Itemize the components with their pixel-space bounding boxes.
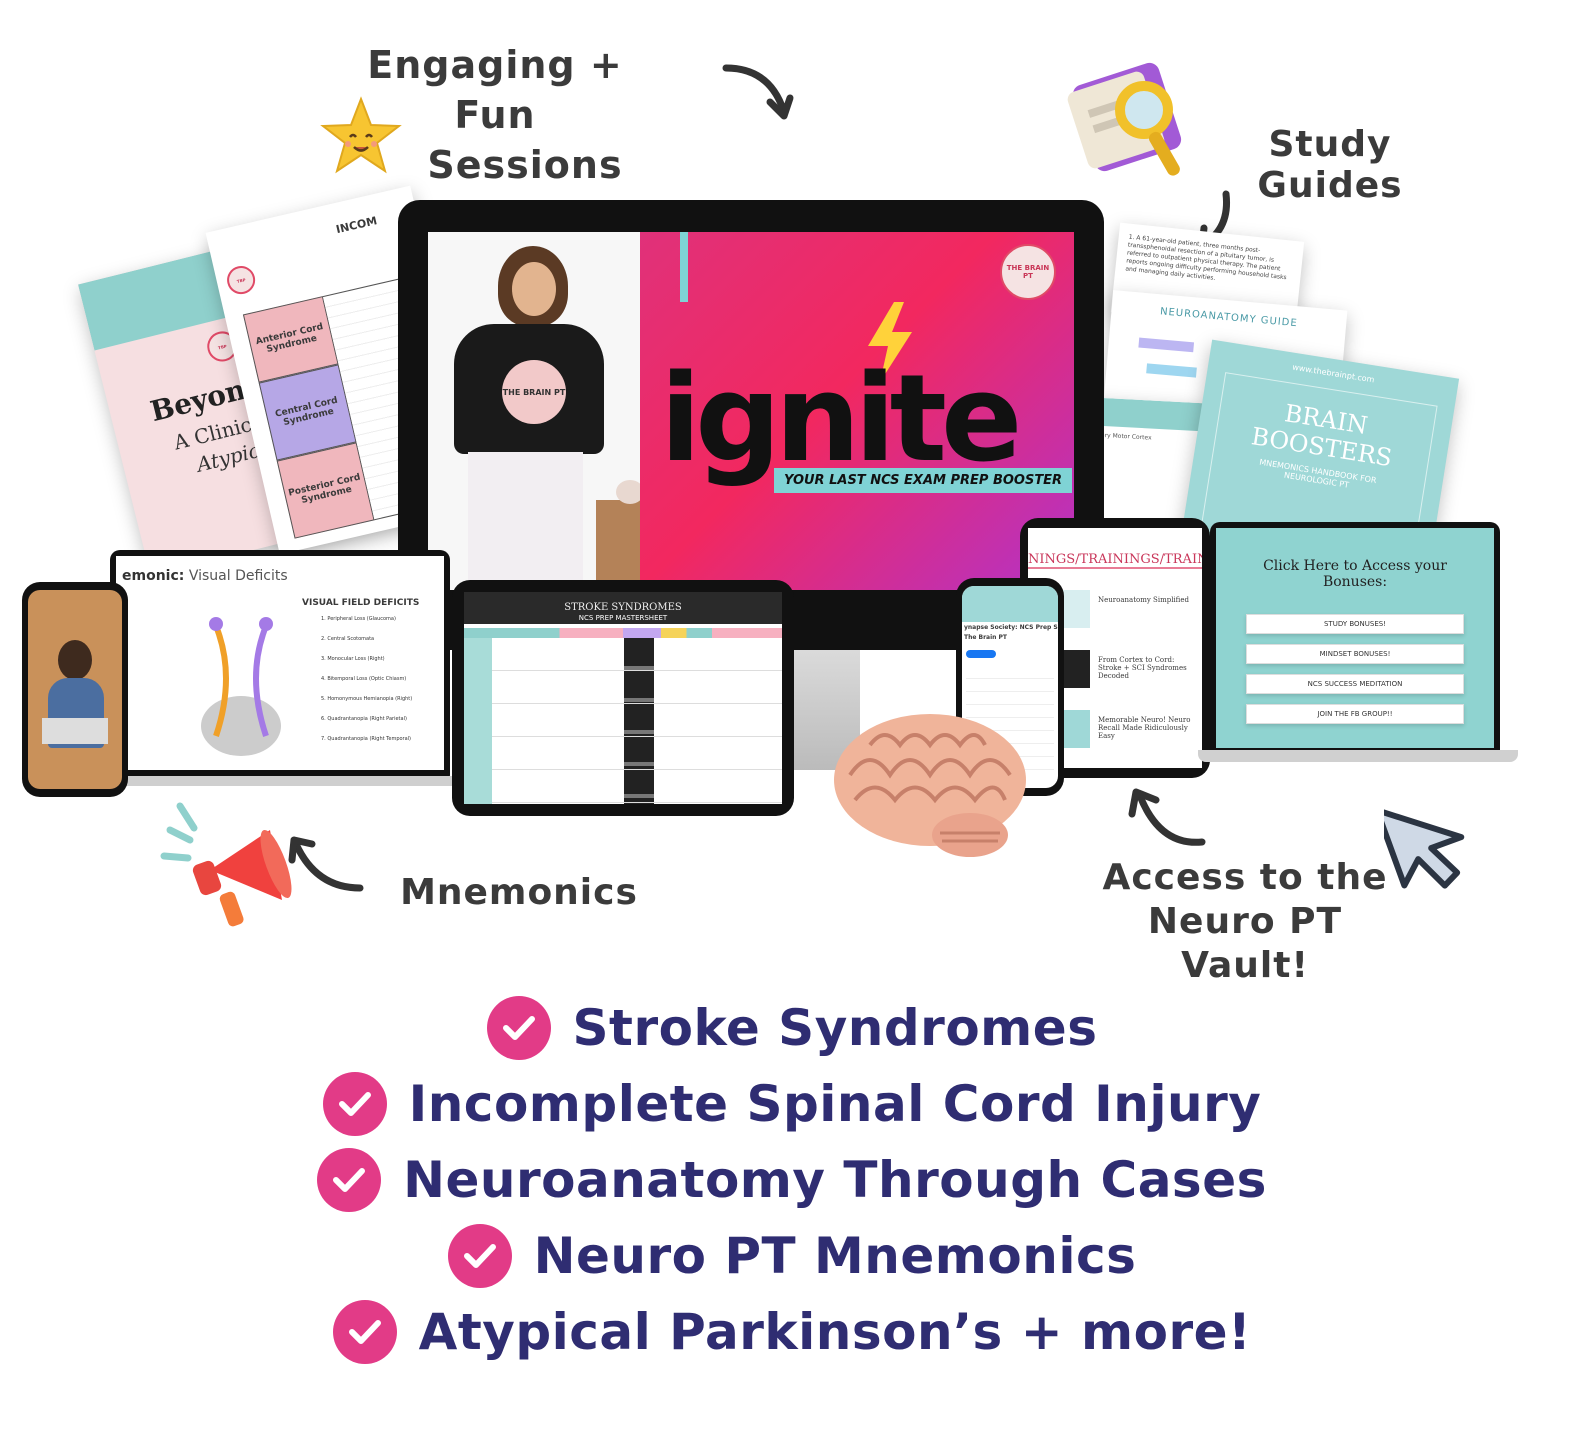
magnifier-docs-icon bbox=[1062, 52, 1202, 187]
mnemonic-title-light: Visual Deficits bbox=[188, 568, 288, 584]
stroke-title1: STROKE SYNDROMES bbox=[564, 602, 682, 613]
laptop-right-screen: Click Here to Access your Bonuses: STUDY… bbox=[1216, 528, 1494, 748]
laptop-left: emonic: Visual Deficits VISUAL FIELD DEF… bbox=[100, 550, 460, 786]
arrow-mnemonics-icon bbox=[288, 836, 364, 892]
tablet-center: STROKE SYNDROMES NCS PREP MASTERSHEET bbox=[452, 580, 794, 816]
group-owner: The Brain PT bbox=[964, 634, 1008, 641]
laptop-left-screen: emonic: Visual Deficits VISUAL FIELD DEF… bbox=[116, 556, 444, 770]
check-icon bbox=[447, 1224, 512, 1288]
callout-engaging: Engaging + Fun Sessions bbox=[330, 40, 660, 190]
feature-text: Atypical Parkinson’s + more! bbox=[418, 1303, 1252, 1361]
deficit-item: 7. Quadrantanopia (Right Temporal) bbox=[321, 736, 412, 742]
feature-list: Stroke Syndromes Incomplete Spinal Cord … bbox=[0, 990, 1584, 1370]
doc-logo: TBP bbox=[224, 263, 258, 297]
feature-text: Incomplete Spinal Cord Injury bbox=[408, 1075, 1262, 1133]
check-icon bbox=[486, 996, 551, 1060]
brain-model-icon bbox=[830, 705, 1040, 865]
arrow-vault-icon bbox=[1128, 788, 1206, 846]
megaphone-icon bbox=[160, 800, 300, 940]
feature-item: Incomplete Spinal Cord Injury bbox=[0, 1066, 1584, 1142]
lightning-icon bbox=[860, 302, 920, 382]
monitor-screen: THE BRAIN PT THE BRAIN PT ignite YOUR LA… bbox=[428, 232, 1074, 590]
feature-text: Neuroanatomy Through Cases bbox=[403, 1151, 1267, 1209]
mindset-bonuses-button[interactable]: MINDSET BONUSES! bbox=[1246, 644, 1464, 664]
feature-item: Atypical Parkinson’s + more! bbox=[0, 1294, 1584, 1370]
meditation-button[interactable]: NCS SUCCESS MEDITATION bbox=[1246, 674, 1464, 694]
deficit-item: 4. Bitemporal Loss (Optic Chiasm) bbox=[321, 676, 407, 682]
main-monitor: THE BRAIN PT THE BRAIN PT ignite YOUR LA… bbox=[398, 200, 1104, 650]
callout-engaging-line1: Engaging + Fun bbox=[367, 43, 623, 137]
feature-item: Neuro PT Mnemonics bbox=[0, 1218, 1584, 1294]
bonus-heading: Click Here to Access your Bonuses: bbox=[1263, 558, 1447, 590]
study-bonuses-button[interactable]: STUDY BONUSES! bbox=[1246, 614, 1464, 634]
feature-text: Neuro PT Mnemonics bbox=[533, 1227, 1137, 1285]
group-name: ynapse Society: NCS Prep Suppo bbox=[964, 624, 1058, 631]
neuro-guide-title: NEUROANATOMY GUIDE bbox=[1159, 306, 1299, 330]
training-item[interactable]: Neuroanatomy Simplified bbox=[1098, 596, 1189, 604]
ignite-title: ignite bbox=[660, 350, 1022, 489]
visual-field-title: VISUAL FIELD DEFICITS bbox=[302, 598, 420, 608]
mnemonic-title: emonic: Visual Deficits bbox=[122, 568, 288, 584]
phone-left-screen bbox=[28, 590, 122, 789]
trainings-banner: NINGS/TRAININGS/TRAINI bbox=[1028, 552, 1202, 569]
phone-left bbox=[22, 582, 128, 797]
sweatshirt-logo: THE BRAIN PT bbox=[502, 360, 566, 424]
training-item[interactable]: Memorable Neuro! Neuro Recall Made Ridic… bbox=[1098, 716, 1191, 740]
ignite-subtitle: YOUR LAST NCS EXAM PREP BOOSTER bbox=[774, 468, 1073, 493]
check-icon bbox=[317, 1148, 382, 1212]
arrow-engaging-icon bbox=[722, 64, 794, 120]
ignite-panel: THE BRAIN PT ignite YOUR LAST NCS EXAM P… bbox=[640, 232, 1074, 590]
incomplete-header: INCOM bbox=[334, 214, 379, 237]
check-icon bbox=[322, 1072, 387, 1136]
callout-engaging-line2: Sessions bbox=[427, 143, 623, 187]
check-icon bbox=[332, 1300, 397, 1364]
deficit-item: 2. Central Scotomata bbox=[321, 636, 375, 642]
photo-panel: THE BRAIN PT bbox=[428, 232, 644, 590]
stroke-title2: NCS PREP MASTERSHEET bbox=[578, 614, 668, 622]
feature-item: Neuroanatomy Through Cases bbox=[0, 1142, 1584, 1218]
feature-text: Stroke Syndromes bbox=[572, 999, 1098, 1057]
callout-mnemonics: Mnemonics bbox=[400, 872, 638, 913]
deficit-item: 6. Quadrantanopia (Right Parietal) bbox=[321, 716, 407, 722]
training-item[interactable]: From Cortex to Cord: Stroke + SCI Syndro… bbox=[1098, 656, 1187, 680]
mnemonic-title-bold: emonic: bbox=[122, 568, 185, 584]
star-face-icon bbox=[320, 95, 402, 177]
callout-vault-line1: Access to the bbox=[1102, 857, 1388, 898]
deficit-item: 3. Monocular Loss (Right) bbox=[321, 656, 385, 662]
deficit-list: 1. Peripheral Loss (Glaucoma) 2. Central… bbox=[321, 616, 441, 756]
deficit-item: 5. Homonymous Hemianopia (Right) bbox=[321, 696, 413, 702]
brand-badge: THE BRAIN PT bbox=[1000, 244, 1056, 300]
visual-pathway-diagram bbox=[196, 616, 286, 756]
laptop-right: Click Here to Access your Bonuses: STUDY… bbox=[1198, 522, 1518, 762]
callout-vault-line2: Neuro PT Vault! bbox=[1147, 901, 1343, 986]
feature-item: Stroke Syndromes bbox=[0, 990, 1584, 1066]
tablet-center-screen: STROKE SYNDROMES NCS PREP MASTERSHEET bbox=[464, 592, 782, 804]
callout-vault: Access to the Neuro PT Vault! bbox=[1080, 856, 1410, 988]
cursor-arrow-icon bbox=[1374, 790, 1494, 900]
callout-study-guides: Study Guides bbox=[1257, 124, 1403, 206]
fb-group-button[interactable]: JOIN THE FB GROUP!! bbox=[1246, 704, 1464, 724]
deficit-item: 1. Peripheral Loss (Glaucoma) bbox=[321, 616, 396, 622]
